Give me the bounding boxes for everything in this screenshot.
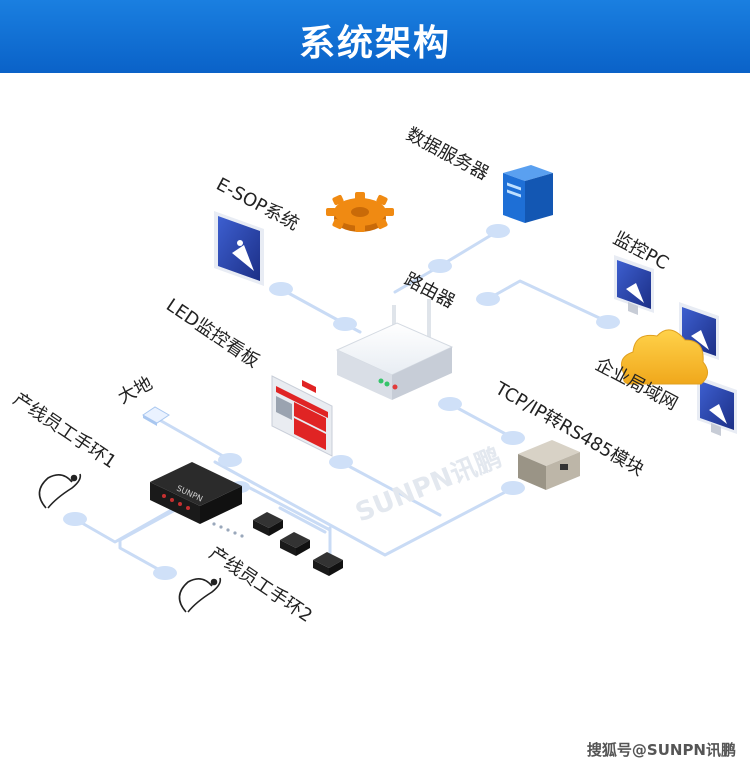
node-board <box>329 455 353 469</box>
controller-device-icon: SUNPN <box>150 462 242 524</box>
node-tcp-top <box>501 431 525 445</box>
tcp-module-icon <box>518 440 580 490</box>
node-tcp-bottom <box>501 481 525 495</box>
monitor-pc-icon-1 <box>614 255 654 315</box>
led-board-icon <box>271 375 333 457</box>
label-wristband-2: 产线员工手环2 <box>205 543 316 627</box>
ellipsis-dots <box>212 522 244 538</box>
router-icon <box>335 299 454 400</box>
reader-icon-3 <box>313 552 343 576</box>
line-reader1 <box>248 486 332 532</box>
line-router-tcp <box>448 402 515 440</box>
ground-icon <box>142 406 170 426</box>
label-ground: 大地 <box>114 373 156 408</box>
reader-icon-2 <box>280 532 310 556</box>
source-watermark: 搜狐号@SUNPN讯鹏 <box>586 741 736 759</box>
cloud-icon <box>620 329 708 385</box>
monitor-pc-icon-3 <box>697 376 737 436</box>
node-router-right <box>476 292 500 306</box>
label-led-board: LED监控看板 <box>162 295 263 372</box>
node-pc <box>596 315 620 329</box>
line-router-pc <box>486 279 610 324</box>
server-icon <box>503 165 553 223</box>
node-router-bottom <box>438 397 462 411</box>
line-tcp-bus <box>213 460 515 557</box>
header-banner: 系统架构 <box>0 0 750 73</box>
label-data-server: 数据服务器 <box>403 124 492 185</box>
page-title: 系统架构 <box>298 23 451 64</box>
line-wristband2 <box>118 508 177 575</box>
node-server <box>486 224 510 238</box>
reader-icon-1 <box>253 512 283 536</box>
line-board-bus <box>339 460 442 517</box>
wristband-icon-1 <box>38 473 82 509</box>
wristband-icon-2 <box>178 577 222 613</box>
node-wristband1 <box>63 512 87 526</box>
node-server-2 <box>428 259 452 273</box>
line-reader2 <box>278 506 327 534</box>
esop-monitor-icon <box>214 211 264 286</box>
label-wristband-1: 产线员工手环1 <box>9 389 120 473</box>
connection-nodes <box>63 224 620 580</box>
node-esop <box>269 282 293 296</box>
gear-icon <box>326 192 394 232</box>
node-ground <box>218 453 242 467</box>
node-esop-2 <box>333 317 357 331</box>
brand-watermark: SUNPN讯鹏 <box>351 443 505 529</box>
node-wristband2 <box>153 566 177 580</box>
